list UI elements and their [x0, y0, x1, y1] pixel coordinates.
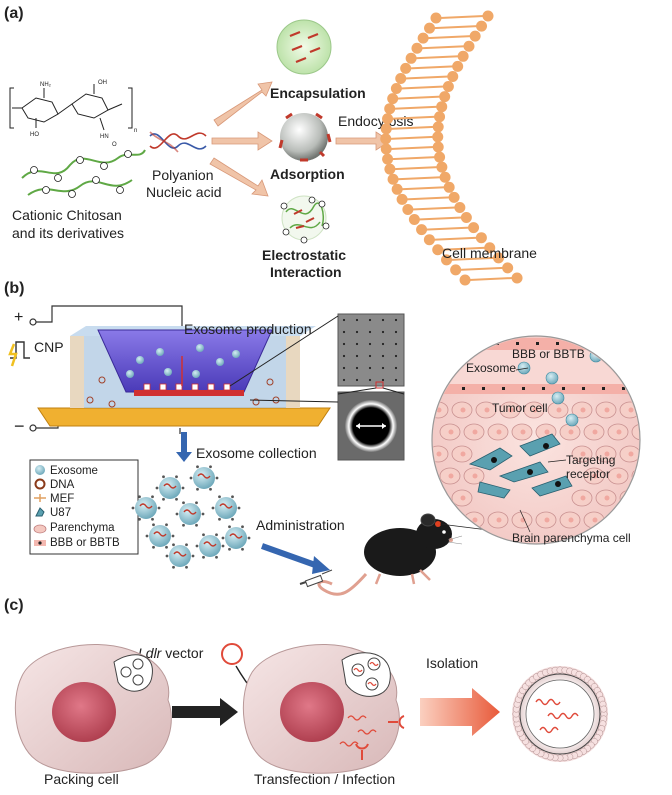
exosome-particle — [193, 467, 215, 489]
exosome-particle — [179, 503, 201, 525]
panel-a-label: (a) — [4, 5, 24, 22]
legend-dna-icon — [34, 478, 46, 490]
exosome-label: Exosome — [466, 361, 516, 375]
legend-parenchyma-icon — [33, 524, 47, 534]
sem-inset-bottom — [337, 391, 405, 461]
exosome-particle — [199, 535, 221, 557]
exosome-particle — [149, 525, 171, 547]
transfection-arrow — [172, 698, 238, 726]
collection-arrow — [176, 432, 192, 462]
circuit-wires — [10, 305, 183, 432]
chem-oh: OH — [98, 80, 107, 86]
electrostatic-dna — [293, 209, 315, 229]
legend-item: U87 — [50, 507, 71, 519]
encapsulation-label: Encapsulation — [270, 85, 366, 101]
panel-a: (a) NH₂ OH HO HN O n — [4, 5, 537, 286]
adsorption-sphere — [280, 113, 328, 161]
legend: Exosome DNA MEF U87 Parenchyma BBB or BB… — [29, 459, 139, 555]
legend-item: MEF — [50, 493, 74, 505]
packing-cell-label: Packing cell — [44, 771, 119, 787]
brain-pointers — [515, 367, 567, 533]
chem-ho: HO — [30, 132, 39, 138]
exosome-collection-label: Exosome collection — [196, 445, 317, 461]
chitosan-label-1: Cationic Chitosan — [12, 207, 122, 223]
cell-membrane — [380, 10, 523, 286]
panel-c: (c) Ldlr vector Packing cell — [4, 597, 608, 787]
isolated-vesicle — [512, 666, 608, 762]
electrostatic-charges — [280, 196, 330, 244]
inset-pointers — [229, 315, 405, 403]
sem-inset-top — [337, 313, 405, 389]
minus-sign: − — [14, 416, 25, 436]
cnp-label: CNP — [34, 339, 64, 355]
adsorption-label: Adsorption — [270, 166, 345, 182]
administration-arrow — [260, 543, 330, 574]
targeting-label-2: receptor — [566, 467, 610, 481]
transfected-cell — [242, 644, 405, 774]
chem-n: n — [134, 128, 137, 134]
electrostatic-label-1: Electrostatic — [262, 247, 346, 263]
exosome-particle — [135, 497, 157, 519]
encapsulation-sphere — [276, 19, 332, 75]
isolation-label: Isolation — [426, 655, 478, 671]
endocytosis-label: Endocytosis — [338, 113, 413, 129]
panel-b: (b) + − CNP — [4, 280, 641, 596]
syringe — [299, 569, 333, 588]
exosome-particle — [225, 527, 247, 549]
nucleic-acid-helix — [149, 131, 207, 153]
legend-item: BBB or BBTB — [50, 537, 120, 549]
isolation-arrow — [420, 688, 500, 736]
bbb-label: BBB or BBTB — [512, 347, 585, 361]
tumor-cell-label: Tumor cell — [492, 401, 548, 415]
polyanion-label-2: Nucleic acid — [146, 184, 221, 200]
legend-item: Exosome — [50, 465, 98, 477]
mouse-illustration — [299, 513, 463, 596]
legend-mef-icon — [34, 494, 46, 502]
vector-plasmid-icon — [221, 643, 243, 665]
chem-o: O — [112, 142, 117, 148]
legend-u87-icon — [35, 507, 45, 517]
electrostatic-strands — [285, 202, 325, 229]
adsorbed-dna — [278, 112, 332, 162]
collected-exosomes — [131, 465, 251, 569]
exosome-particle — [169, 545, 191, 567]
exosome-particle — [215, 497, 237, 519]
panel-b-label: (b) — [4, 280, 24, 297]
chem-hn: HN — [100, 134, 109, 140]
electrostatic-label-2: Interaction — [270, 264, 342, 280]
packing-cell — [14, 644, 172, 774]
brain-circle — [431, 335, 641, 545]
chitosan-charges — [30, 150, 132, 198]
chitosan-label-2: and its derivatives — [12, 225, 124, 241]
legend-item: DNA — [50, 479, 75, 491]
cnp-device — [37, 326, 331, 427]
polyanion-label-1: Polyanion — [152, 167, 214, 183]
targeting-label-1: Targeting — [566, 453, 615, 467]
transfection-label: Transfection / Infection — [254, 771, 395, 787]
salmon-arrows — [209, 81, 391, 197]
panel-c-label: (c) — [4, 597, 24, 614]
tumor-cells — [468, 433, 573, 499]
legend-item: Parenchyma — [50, 522, 115, 534]
exosome-production-label: Exosome production — [184, 321, 312, 337]
legend-exosome-icon — [35, 465, 45, 475]
chitosan-structure — [9, 84, 133, 131]
cell-membrane-label: Cell membrane — [442, 245, 537, 261]
pulse-icon — [8, 343, 18, 367]
administration-label: Administration — [256, 517, 345, 533]
encapsulated-dna — [289, 30, 321, 64]
plus-sign: + — [14, 309, 23, 326]
chem-nh2: NH₂ — [40, 82, 52, 88]
brain-cell-label: Brain parenchyma cell — [512, 531, 631, 545]
exosome-particle — [159, 477, 181, 499]
